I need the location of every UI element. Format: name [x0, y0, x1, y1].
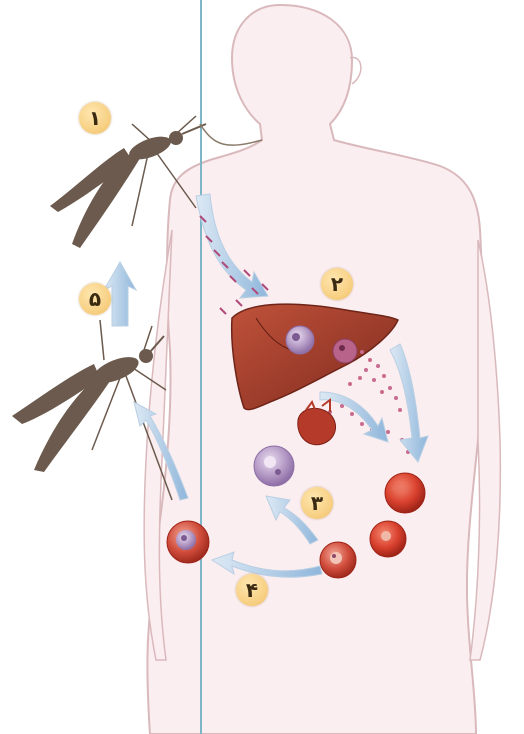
red-blood-cell-icon [254, 446, 294, 486]
red-blood-cell-icon [370, 521, 406, 557]
step-badge-1: ۱ [79, 102, 111, 134]
step-badge-4: ۴ [236, 574, 268, 606]
red-blood-cell-icon [167, 521, 209, 563]
step-badge-5: ۵ [79, 283, 111, 315]
red-blood-cell-icon [385, 473, 425, 513]
step-badge-3: ۳ [301, 487, 333, 519]
step-badge-2: ۲ [321, 268, 353, 300]
red-blood-cell-icon [320, 542, 356, 578]
